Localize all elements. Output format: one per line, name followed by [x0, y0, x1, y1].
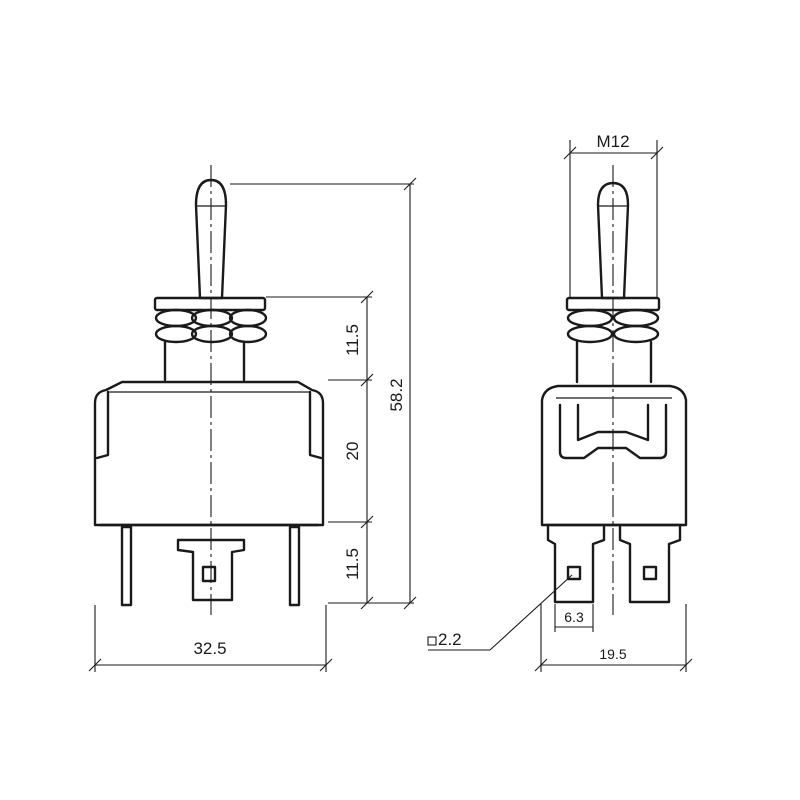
front-body: [93, 380, 325, 527]
side-view: [540, 165, 688, 615]
dim-body-height: 20: [343, 442, 362, 461]
front-hex-nut: [153, 296, 268, 344]
side-lever: [596, 181, 630, 300]
dim-total-height: 58.2: [387, 378, 406, 411]
dim-bushing-height: 11.5: [343, 324, 362, 356]
dim-thread: M12: [596, 132, 629, 151]
square-hole-icon: [427, 636, 437, 646]
dim-terminal-width: 6.3: [564, 609, 584, 625]
side-terminals: [546, 525, 682, 604]
front-bushing: [163, 340, 246, 382]
dim-hole-size: 2.2: [438, 630, 462, 649]
dim-front-width: 32.5: [193, 639, 226, 658]
front-dimensions: 11.5 20 11.5 58.2 32.5: [88, 177, 417, 672]
side-bushing: [575, 340, 653, 384]
front-terminals: [120, 525, 301, 607]
dim-terminal-length: 11.5: [343, 548, 362, 580]
front-lever: [194, 178, 228, 300]
side-body: [540, 384, 688, 527]
dim-side-width: 19.5: [599, 646, 626, 662]
front-view: [93, 165, 325, 615]
side-dimensions: M12 6.3 2.2 19.5: [427, 132, 693, 672]
